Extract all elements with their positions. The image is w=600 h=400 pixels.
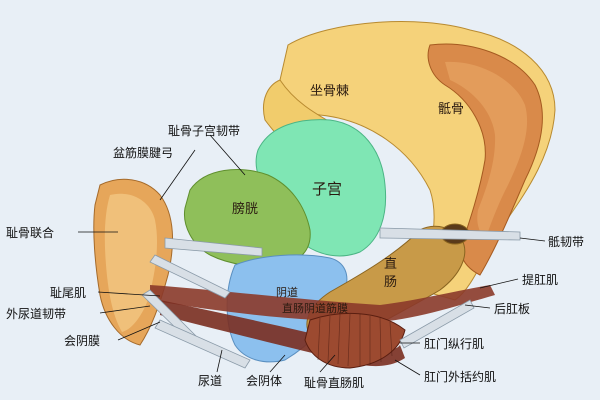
label-tendinous-arch: 盆筋膜腱弓	[113, 146, 174, 160]
label-external-anal-sphincter: 肛门外括约肌	[424, 370, 497, 384]
label-pubic-symphysis: 耻骨联合	[6, 226, 55, 240]
label-urethra: 尿道	[198, 374, 223, 388]
label-anococcygeal-plate: 后肛板	[494, 302, 531, 316]
label-ischial-spine: 坐骨棘	[310, 84, 350, 99]
sacrum-inner	[445, 61, 528, 240]
label-uterus: 子宫	[312, 180, 343, 198]
tendinous-arch	[149, 254, 231, 299]
label-sacrospinous-ligament: 骶韧带	[548, 235, 585, 249]
label-perineal-body: 会阴体	[246, 374, 283, 388]
label-perineal-membrane: 会阴膜	[64, 334, 101, 348]
label-rectum: 直肠	[384, 257, 398, 290]
label-vagina: 阴道	[276, 286, 298, 299]
label-levator-ani: 提肛肌	[522, 273, 559, 287]
label-pubococcygeus: 耻尾肌	[50, 286, 87, 300]
label-rectovaginal-fascia: 直肠阴道筋膜	[282, 302, 348, 315]
label-puborectalis: 耻骨直肠肌	[304, 376, 365, 390]
pubocervical-ligament	[164, 237, 263, 257]
label-urethral-ligament: 外尿道韧带	[6, 307, 67, 321]
leader-lines	[78, 134, 546, 376]
label-pubocervical-ligament: 耻骨子宫韧带	[168, 124, 241, 138]
label-sacrum: 骶骨	[438, 102, 465, 117]
label-longitudinal-anal-muscle: 肛门纵行肌	[424, 337, 485, 351]
levator-ani-muscle	[150, 285, 495, 322]
levator-band-right	[399, 299, 475, 349]
perineal-membrane-band	[154, 319, 251, 369]
muscle-striations	[317, 313, 393, 367]
sacrospinous-ligament	[379, 227, 521, 241]
label-bladder: 膀胱	[232, 202, 259, 217]
